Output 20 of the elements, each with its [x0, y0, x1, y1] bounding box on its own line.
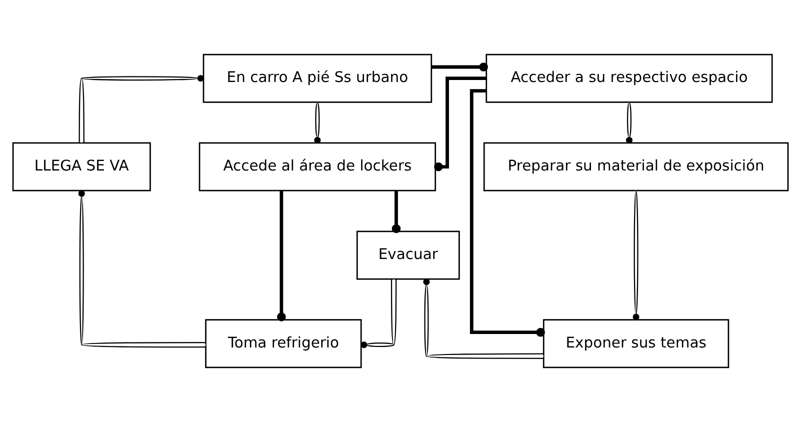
connector	[360, 278, 397, 348]
node-box: Acceder a su respectivo espacio	[486, 53, 773, 102]
connector	[392, 190, 401, 233]
connector	[434, 76, 486, 171]
node-box: En carro A pié Ss urbano	[202, 53, 432, 102]
connector	[314, 102, 321, 144]
connector	[632, 190, 640, 320]
node-box: Preparar su material de exposición	[483, 142, 789, 191]
connector	[423, 278, 544, 358]
connector	[432, 62, 488, 71]
node-box: Accede al área de lockers	[198, 142, 436, 191]
connector	[470, 88, 545, 336]
connector	[277, 190, 286, 321]
connector	[626, 102, 633, 144]
node-box: Evacuar	[356, 230, 460, 280]
node-box: Exponer sus temas	[542, 318, 730, 368]
connector	[78, 74, 204, 142]
connector	[78, 190, 206, 348]
node-box: LLEGA SE VA	[12, 142, 151, 191]
node-box: Toma refrigerio	[205, 318, 362, 368]
